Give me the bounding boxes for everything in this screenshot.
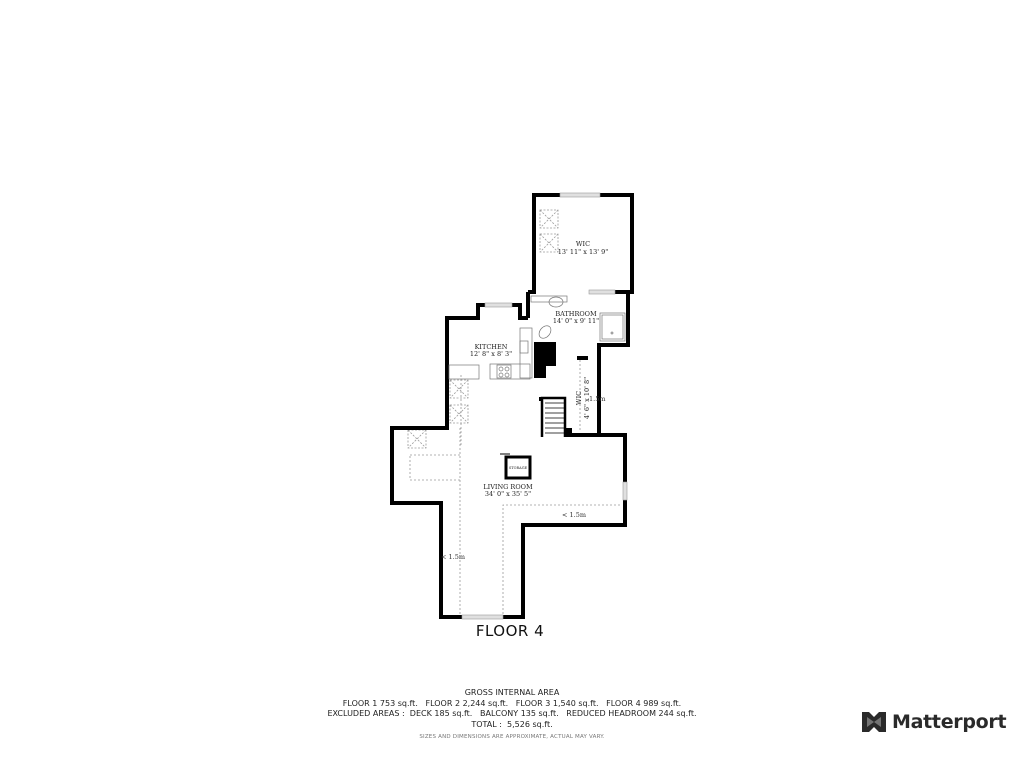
- room-name-wic-upper: WIC: [576, 240, 590, 248]
- area-summary: GROSS INTERNAL AREA FLOOR 1 753 sq.ft. F…: [262, 688, 762, 743]
- matterport-logo-icon: [862, 712, 886, 732]
- area-disclaimer: SIZES AND DIMENSIONS ARE APPROXIMATE, AC…: [419, 734, 605, 740]
- room-name-living-room: LIVING ROOM: [483, 483, 533, 491]
- area-heading: GROSS INTERNAL AREA: [464, 688, 560, 697]
- walls: [390, 193, 634, 619]
- brand-name: Matterport: [892, 711, 1007, 733]
- skylight-boxes: [407, 209, 559, 449]
- note-low-headroom-wic: 1.5m: [589, 395, 606, 403]
- room-dims-wic-small: 4' 6" x 10' 8": [583, 377, 591, 419]
- room-dims-wic-upper: 13' 11" x 13' 9": [558, 248, 608, 256]
- room-dims-living-room: 34' 0" x 35' 5": [485, 490, 531, 498]
- area-total-line: TOTAL : 5,526 sq.ft.: [471, 719, 553, 729]
- note-low-headroom-left: < 1.5m: [441, 553, 465, 561]
- note-low-headroom-right: < 1.5m: [562, 511, 586, 519]
- area-excluded-line: EXCLUDED AREAS : DECK 185 sq.ft. BALCONY…: [327, 709, 697, 718]
- storage-closet: [500, 453, 532, 480]
- room-dims-bathroom: 14' 0" x 9' 11": [553, 317, 599, 325]
- room-name-wic-small: WIC: [575, 391, 583, 405]
- headroom-notes: < 1.5m < 1.5m 1.5m: [441, 395, 606, 561]
- room-labels: WIC 13' 11" x 13' 9" BATHROOM 14' 0" x 9…: [470, 240, 608, 498]
- stairs: [540, 396, 567, 437]
- area-floors-line: FLOOR 1 753 sq.ft. FLOOR 2 2,244 sq.ft. …: [342, 698, 682, 708]
- room-name-bathroom: BATHROOM: [555, 310, 597, 318]
- matterport-brand: Matterport: [862, 710, 1007, 734]
- windows: [461, 192, 628, 620]
- floor-title: FLOOR 4: [475, 622, 545, 640]
- room-name-storage: STORAGE: [509, 466, 528, 470]
- room-name-kitchen: KITCHEN: [475, 343, 508, 351]
- room-dims-kitchen: 12' 8" x 8' 3": [470, 350, 512, 358]
- bathroom-fixtures: [530, 295, 626, 342]
- kitchen-fixtures: [448, 327, 533, 380]
- reduced-headroom-outlines: [409, 360, 620, 614]
